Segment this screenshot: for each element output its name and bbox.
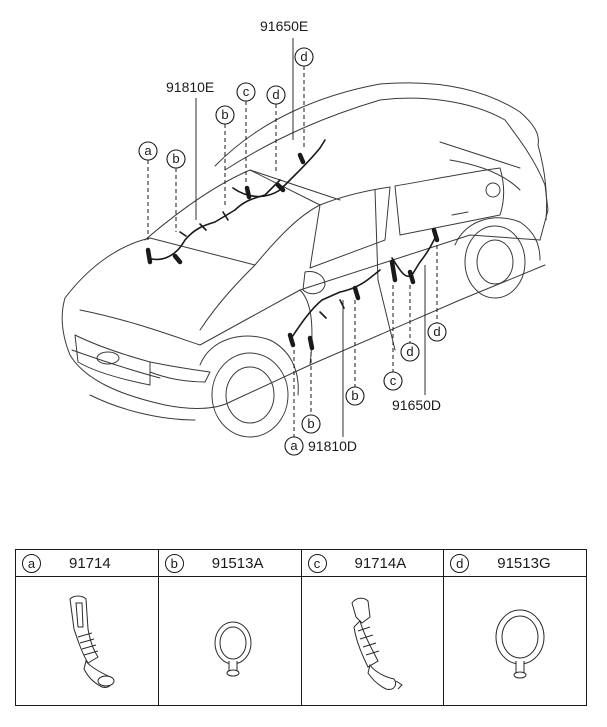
harness-91650E — [232, 139, 326, 200]
callout-d-top-left: d — [266, 85, 286, 105]
round-grommet-icon — [444, 577, 586, 705]
callout-b-top-right: b — [215, 105, 235, 125]
harness-91810E — [145, 179, 281, 265]
wiring-diagram: 91650E 91810E 91650D 91810D a b b c d d … — [61, 18, 549, 456]
callout-letter: a — [22, 553, 41, 573]
table-cell-header: c 91714A — [301, 550, 444, 577]
svg-text:b: b — [172, 151, 179, 166]
table-cell-header: d 91513G — [444, 550, 586, 577]
callout-d-bottom-right: d — [427, 322, 447, 342]
svg-text:a: a — [290, 438, 298, 453]
callout-letter: c — [307, 553, 327, 573]
parts-table: a 91714 b 91513A — [15, 549, 587, 706]
table-cell-header: b 91513A — [158, 550, 301, 577]
svg-text:c: c — [243, 84, 250, 99]
part-code: 91714 — [69, 554, 111, 572]
part-code: 91513A — [211, 554, 264, 572]
grommet-boot-icon — [16, 577, 158, 705]
table-cell-header: a 91714 — [16, 550, 158, 577]
table-cell-d: d 91513G — [444, 550, 586, 705]
callout-a-top: a — [138, 141, 158, 161]
harness-91810D — [287, 269, 381, 351]
table-cell-a: a 91714 — [16, 550, 159, 705]
svg-text:b: b — [221, 107, 228, 122]
car-outline — [61, 82, 549, 438]
callout-b-bottom-right: b — [345, 386, 365, 406]
label-91650E: 91650E — [260, 18, 308, 34]
svg-text:d: d — [433, 324, 440, 339]
callout-leaders — [147, 66, 438, 437]
label-91650D: 91650D — [392, 397, 441, 413]
callout-d-bottom-left: d — [400, 342, 420, 362]
svg-text:d: d — [406, 344, 413, 359]
label-91810D: 91810D — [308, 438, 357, 454]
table-cell-b: b 91513A — [158, 550, 302, 705]
callout-b-top-left: b — [166, 149, 186, 169]
callout-letter: b — [164, 553, 184, 573]
callout-a-bottom: a — [284, 436, 304, 456]
grommet-boot-icon — [302, 577, 444, 705]
callout-d-top-right: d — [294, 47, 314, 67]
round-grommet-icon — [159, 577, 301, 705]
callout-c-top: c — [236, 82, 256, 102]
part-code: 91513G — [497, 554, 551, 572]
svg-text:a: a — [144, 143, 152, 158]
part-code: 91714A — [354, 554, 407, 572]
part-number-leaders — [195, 38, 426, 437]
callout-letter: d — [450, 553, 470, 573]
svg-text:b: b — [351, 388, 358, 403]
svg-text:b: b — [307, 416, 314, 431]
svg-text:c: c — [390, 373, 397, 388]
harness-91650D — [389, 227, 440, 285]
callout-c-bottom: c — [383, 371, 403, 391]
svg-text:d: d — [272, 87, 279, 102]
callout-b-bottom-left: b — [301, 414, 321, 434]
table-cell-c: c 91714A — [301, 550, 445, 705]
label-91810E: 91810E — [166, 79, 214, 95]
svg-text:d: d — [300, 49, 307, 64]
